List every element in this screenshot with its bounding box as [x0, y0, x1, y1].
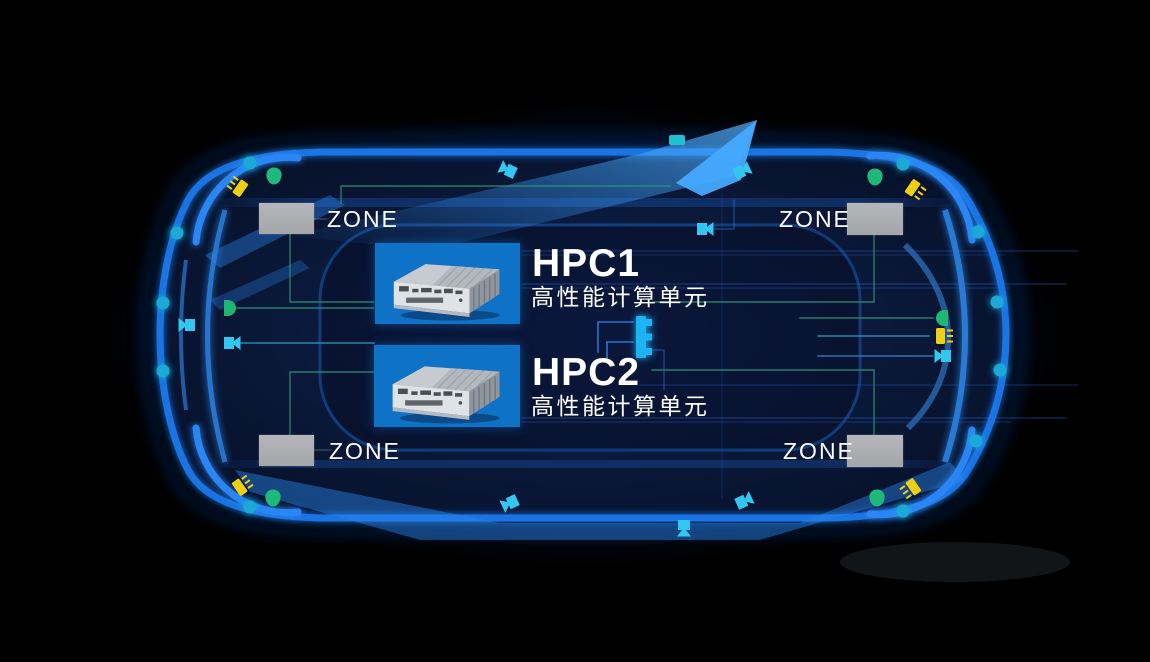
camera-icon: [178, 318, 195, 332]
zone-box-front-left: [259, 203, 314, 234]
camera-icon: [677, 520, 691, 537]
zone-label-front-left: ZONE: [327, 206, 399, 232]
zone-box-rear-left: [259, 435, 314, 466]
zone-box-rear-right: [847, 435, 903, 467]
hpc-unit-image: [392, 366, 500, 424]
wheel-arches: [192, 151, 976, 519]
ultrasonic-icon: [170, 226, 184, 240]
hpc-unit-image: [393, 264, 500, 321]
hpc1-subtitle: 高性能计算单元: [531, 284, 710, 310]
zone-label-rear-left: ZONE: [329, 438, 401, 464]
hpc1-title: HPC1: [532, 242, 641, 285]
radar-icon: [936, 328, 953, 344]
ultrasonic-icon: [243, 156, 257, 170]
ultrasonic-icon: [971, 225, 985, 239]
ground-shadow: [840, 542, 1070, 582]
camera-icon: [934, 349, 951, 363]
zone-label-front-right: ZONE: [779, 206, 851, 232]
zone-box-front-right: [847, 203, 903, 235]
ultrasonic-icon: [156, 364, 170, 378]
roof-module-icon: [669, 135, 685, 145]
ultrasonic-icon: [969, 434, 983, 448]
ultrasonic-icon: [990, 295, 1004, 309]
hpc1-card: [375, 243, 520, 324]
camera-icon: [224, 336, 241, 350]
hpc2-card: [374, 345, 520, 427]
wiring-traces: [236, 185, 1079, 499]
hpc2-subtitle: 高性能计算单元: [531, 393, 710, 419]
ultrasonic-icon: [156, 296, 170, 310]
ultrasonic-icon: [243, 500, 257, 514]
camera-icon: [697, 222, 714, 236]
hpc2-title: HPC2: [532, 351, 641, 394]
ultrasonic-icon: [896, 157, 910, 171]
ultrasonic-icon: [896, 504, 910, 518]
ultrasonic-icon: [993, 363, 1007, 377]
zone-label-rear-right: ZONE: [783, 438, 855, 464]
